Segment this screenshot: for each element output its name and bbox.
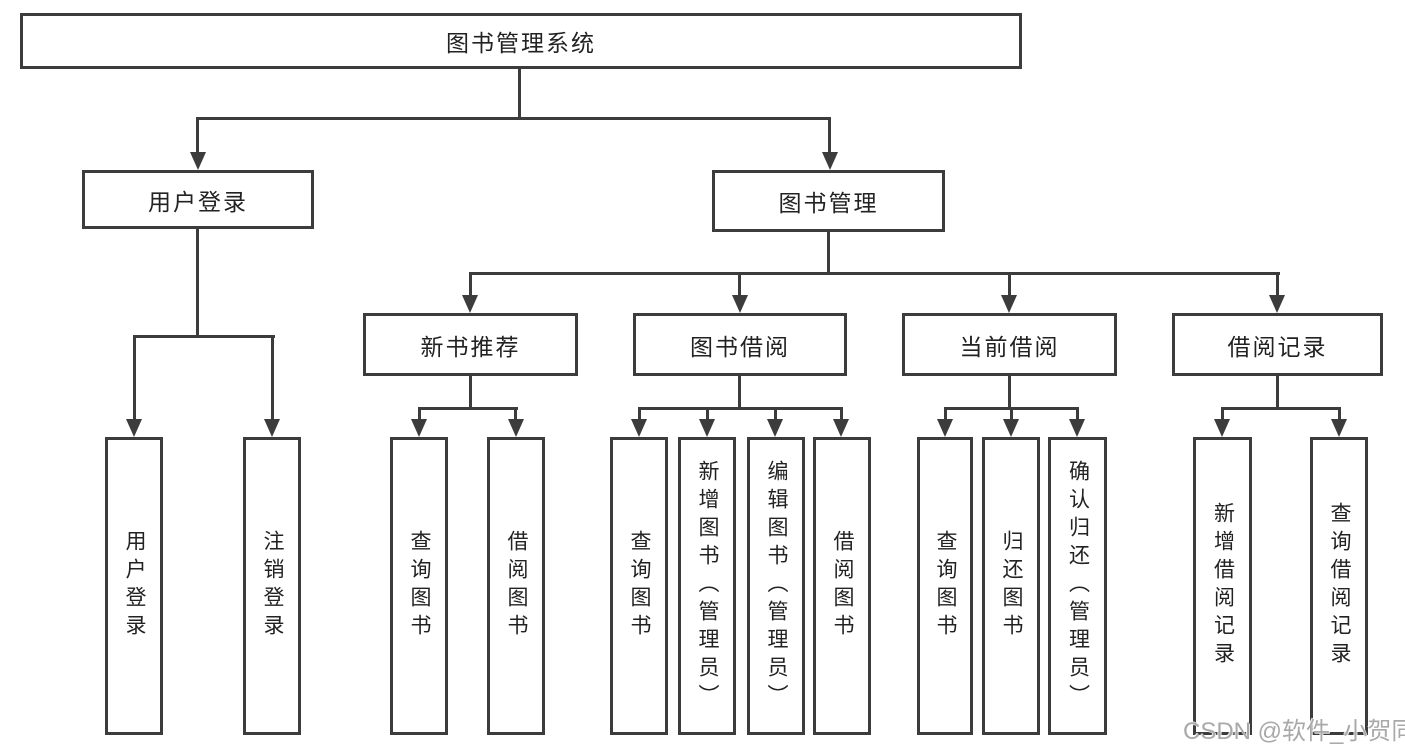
arrow-down-icon	[1001, 295, 1017, 313]
connector-book-mgmt-drop	[828, 117, 831, 155]
connector-user-stem	[196, 229, 199, 335]
connector-drop	[840, 407, 843, 420]
connector-user-login-drop	[196, 117, 199, 155]
connector-level3-bar	[469, 272, 1280, 275]
arrow-down-icon	[732, 295, 748, 313]
arrow-down-icon	[1214, 419, 1230, 437]
node-root: 图书管理系统	[20, 13, 1022, 69]
node-book-management: 图书管理	[712, 170, 945, 232]
connector-user-bar	[133, 335, 275, 338]
arrow-down-icon	[190, 152, 206, 170]
connector-drop	[1010, 407, 1013, 420]
leaf-borrow-books: 借阅图书	[813, 437, 871, 735]
leaf-confirm-return-admin: 确认归还（管理员）	[1048, 437, 1107, 735]
connector-mgmt-stem	[827, 232, 830, 272]
arrow-down-icon	[411, 419, 427, 437]
arrow-down-icon	[1003, 419, 1019, 437]
arrow-down-icon	[822, 152, 838, 170]
arrow-down-icon	[1331, 419, 1347, 437]
connector-sec3-drop	[1008, 272, 1011, 295]
node-new-book-recommend: 新书推荐	[363, 313, 578, 376]
connector-sec1-stem	[469, 376, 472, 407]
leaf-user-login: 用户登录	[105, 437, 163, 735]
connector-sec1-bar	[418, 407, 518, 410]
leaf-return-books: 归还图书	[982, 437, 1040, 735]
connector-level2-bar	[196, 117, 831, 120]
arrow-down-icon	[937, 419, 953, 437]
node-current-borrow: 当前借阅	[902, 313, 1117, 376]
arrow-down-icon	[631, 419, 647, 437]
connector-drop	[514, 407, 517, 420]
leaf-query-books: 查询图书	[917, 437, 973, 735]
connector-root-stem	[518, 69, 521, 117]
leaf-query-borrow-record: 查询借阅记录	[1310, 437, 1368, 735]
arrow-down-icon	[126, 419, 142, 437]
connector-sec4-bar	[1221, 407, 1340, 410]
leaf-query-books: 查询图书	[390, 437, 448, 735]
connector-drop	[944, 407, 947, 420]
connector-drop	[418, 407, 421, 420]
arrow-down-icon	[264, 419, 280, 437]
leaf-add-borrow-record: 新增借阅记录	[1193, 437, 1252, 735]
connector-sec2-drop	[738, 272, 741, 295]
node-borrow-records: 借阅记录	[1172, 313, 1383, 376]
connector-user-child2-drop	[271, 335, 274, 419]
connector-sec3-stem	[1008, 376, 1011, 407]
arrow-down-icon	[1069, 419, 1085, 437]
connector-drop	[706, 407, 709, 420]
node-book-borrow: 图书借阅	[633, 313, 847, 376]
node-user-login: 用户登录	[82, 170, 314, 229]
leaf-borrow-books: 借阅图书	[487, 437, 545, 735]
arrow-down-icon	[767, 419, 783, 437]
connector-drop	[1076, 407, 1079, 420]
leaf-add-books-admin: 新增图书（管理员）	[678, 437, 736, 735]
arrow-down-icon	[462, 295, 478, 313]
leaf-query-books: 查询图书	[610, 437, 668, 735]
connector-drop	[774, 407, 777, 420]
connector-sec4-drop	[1276, 272, 1279, 295]
connector-sec2-bar	[638, 407, 843, 410]
arrow-down-icon	[699, 419, 715, 437]
connector-drop	[1338, 407, 1341, 420]
connector-sec1-drop	[469, 272, 472, 295]
arrow-down-icon	[833, 419, 849, 437]
watermark: CSDN @软件_小贺同学	[1183, 718, 1405, 745]
connector-drop	[1221, 407, 1224, 420]
arrow-down-icon	[1269, 295, 1285, 313]
leaf-logout: 注销登录	[243, 437, 301, 735]
leaf-edit-books-admin: 编辑图书（管理员）	[747, 437, 805, 735]
connector-sec4-stem	[1276, 376, 1279, 407]
connector-drop	[638, 407, 641, 420]
arrow-down-icon	[508, 419, 524, 437]
connector-sec2-stem	[738, 376, 741, 407]
connector-user-child1-drop	[133, 335, 136, 419]
